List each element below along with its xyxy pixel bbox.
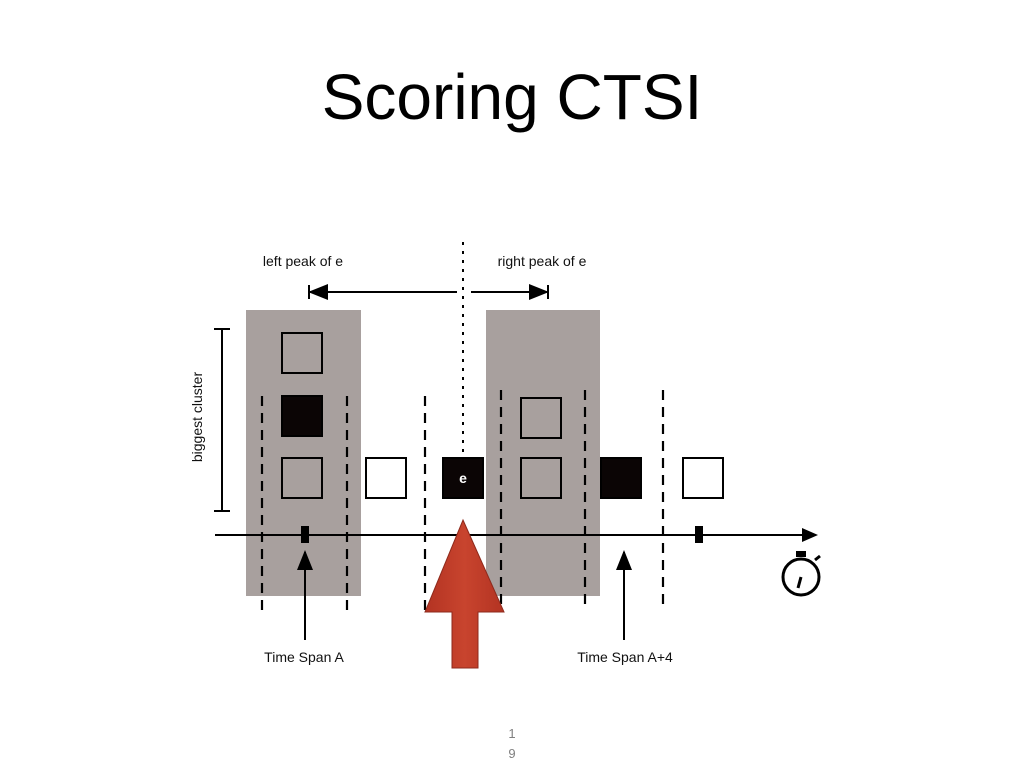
page-number: 1 9	[502, 724, 522, 764]
up-arrow-icon	[424, 518, 505, 669]
left-peak-label: left peak of e	[263, 253, 343, 269]
event-square-left-top	[281, 332, 323, 374]
slide-title: Scoring CTSI	[321, 61, 703, 133]
time-span-a-label: Time Span A	[264, 649, 344, 665]
time-marker-a	[301, 526, 309, 543]
event-square-right-filled	[600, 457, 642, 499]
event-square-left-mid-filled	[281, 395, 323, 437]
shaded-region-left	[246, 310, 361, 596]
page-number-line-1: 1	[508, 726, 516, 741]
time-span-a4-label: Time Span A+4	[577, 649, 673, 665]
shaded-region-right	[486, 310, 600, 596]
cluster-label: biggest cluster	[189, 372, 205, 463]
dashed-boundaries	[260, 390, 665, 610]
stopwatch-icon	[781, 551, 821, 597]
event-e-label: e	[459, 470, 467, 486]
time-axis-arrowhead	[802, 528, 818, 542]
right-peak-label: right peak of e	[498, 253, 587, 269]
event-square-e	[442, 457, 484, 499]
event-square-left-bottom	[281, 457, 323, 499]
event-square-right-top	[520, 397, 562, 439]
time-marker-a4	[695, 526, 703, 543]
event-square-mid-open	[365, 457, 407, 499]
event-squares	[281, 332, 724, 499]
event-square-far-right	[682, 457, 724, 499]
event-square-right-bottom	[520, 457, 562, 499]
page-number-line-2: 9	[508, 746, 516, 761]
